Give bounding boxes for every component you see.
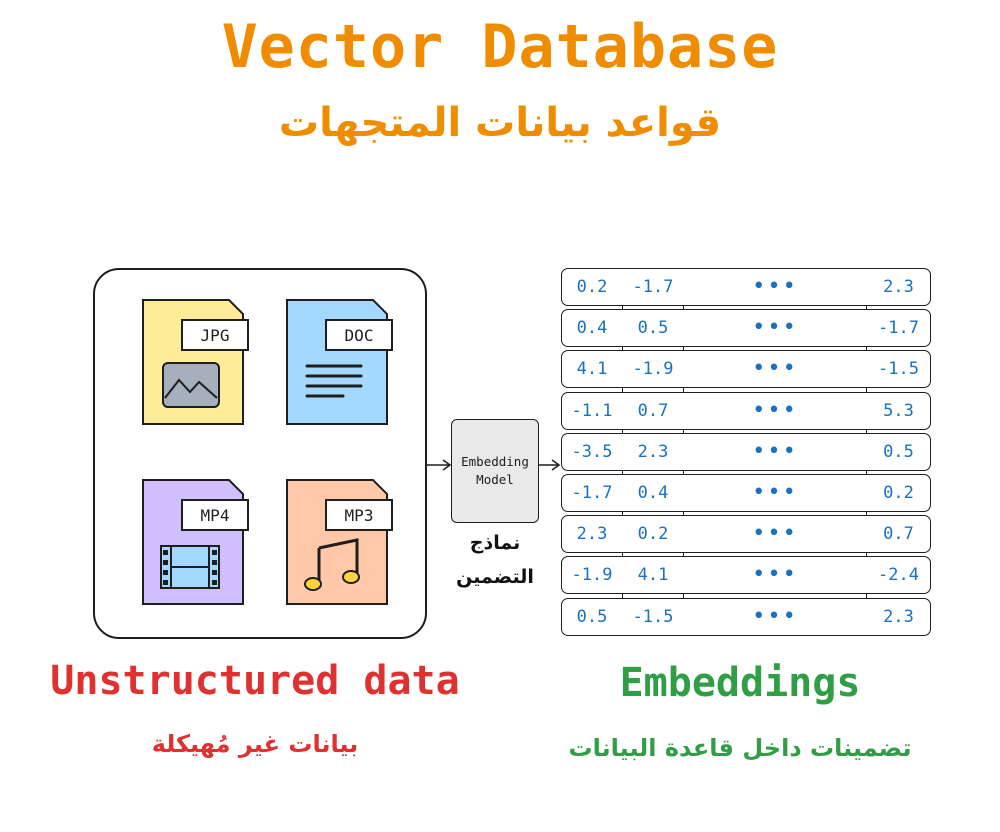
music-note-icon <box>304 538 360 591</box>
embedding-value: -1.9 <box>632 359 674 380</box>
embedding-value: 0.5 <box>576 606 608 627</box>
doc-tag: DOC <box>345 326 374 345</box>
embedding-value: 0.5 <box>883 441 914 462</box>
unstructured-label-english: Unstructured data <box>50 658 460 704</box>
embedding-value: -1.1 <box>571 400 613 421</box>
embedding-value: 2.3 <box>883 277 914 297</box>
arrow-out-icon <box>538 459 561 471</box>
embedding-value: 4.1 <box>576 359 608 380</box>
embedding-row: -1.7 0.4 ••• 0.2 <box>561 474 931 512</box>
mp4-file-icon: MP4 <box>142 479 249 605</box>
embedding-value: -1.9 <box>571 565 613 586</box>
embedding-row: 4.1 -1.9 ••• -1.5 <box>561 350 931 389</box>
embeddings-label-english: Embeddings <box>619 660 861 706</box>
ellipsis-dots: ••• <box>752 480 798 505</box>
embedding-model-box: Embedding Model <box>451 419 539 523</box>
model-label-line2: Model <box>476 472 514 487</box>
embedding-value: -3.5 <box>571 441 613 462</box>
text-lines-icon <box>305 364 363 398</box>
unstructured-label-arabic: بيانات غير مُهيكلة <box>151 730 359 758</box>
model-label-arabic-2: التضمين <box>456 566 534 588</box>
embedding-value: 0.7 <box>637 400 669 421</box>
mp3-file-icon: MP3 <box>286 479 393 605</box>
mp3-tag: MP3 <box>345 506 374 525</box>
ellipsis-dots: ••• <box>752 315 798 341</box>
mp4-tag: MP4 <box>201 506 230 525</box>
embedding-value: -1.5 <box>878 359 919 380</box>
doc-file-icon: DOC <box>286 299 393 425</box>
embedding-row: -3.5 2.3 ••• 0.5 <box>561 432 931 471</box>
ellipsis-dots: ••• <box>752 356 798 382</box>
arrow-in-icon <box>425 459 452 471</box>
ellipsis-dots: ••• <box>752 562 798 588</box>
image-icon <box>162 362 220 408</box>
unstructured-files-panel: JPG DOC MP4 <box>93 268 427 639</box>
embedding-row: 2.3 0.2 ••• 0.7 <box>561 515 931 554</box>
embedding-value: -1.5 <box>632 606 674 627</box>
embedding-value: 4.1 <box>637 565 669 586</box>
embedding-row: -1.1 0.7 ••• 5.3 <box>561 391 931 430</box>
title-arabic: قواعد بيانات المتجهات <box>278 100 722 146</box>
ellipsis-dots: ••• <box>752 603 798 629</box>
ellipsis-dots: ••• <box>752 274 798 299</box>
ellipsis-dots: ••• <box>752 438 798 464</box>
title-english: Vector Database <box>221 12 779 82</box>
jpg-file-icon: JPG <box>142 299 249 425</box>
embedding-row: 0.2 -1.7 ••• 2.3 <box>561 268 931 306</box>
embedding-value: -1.7 <box>632 277 674 297</box>
embedding-value: 0.5 <box>637 318 669 339</box>
embedding-value: 0.2 <box>576 277 608 297</box>
embedding-value: 0.2 <box>883 483 914 503</box>
embedding-row: 0.5 -1.5 ••• 2.3 <box>561 597 931 636</box>
embedding-value: 2.3 <box>576 524 608 545</box>
embedding-value: 0.4 <box>576 318 608 339</box>
embedding-value: 0.7 <box>883 524 914 545</box>
jpg-tag: JPG <box>201 326 230 345</box>
model-label-line1: Embedding <box>461 453 529 469</box>
embedding-value: -1.7 <box>878 318 919 339</box>
embedding-value: 0.2 <box>637 524 669 545</box>
ellipsis-dots: ••• <box>752 397 798 423</box>
embedding-value: -1.7 <box>571 483 613 503</box>
flow-arrows <box>425 459 561 471</box>
embedding-value: -2.4 <box>878 565 919 586</box>
model-label-arabic-1: نماذج <box>469 532 521 554</box>
embedding-row: 0.4 0.5 ••• -1.7 <box>561 309 931 348</box>
embedding-row: -1.9 4.1 ••• -2.4 <box>561 556 931 595</box>
film-icon <box>160 545 220 589</box>
embeddings-label-arabic: تضمينات داخل قاعدة البيانات <box>568 734 912 762</box>
ellipsis-dots: ••• <box>752 521 798 547</box>
embedding-value: 0.4 <box>637 483 669 503</box>
embedding-value: 5.3 <box>883 400 914 421</box>
embedding-value: 2.3 <box>637 441 669 462</box>
embedding-value: 2.3 <box>883 606 914 627</box>
